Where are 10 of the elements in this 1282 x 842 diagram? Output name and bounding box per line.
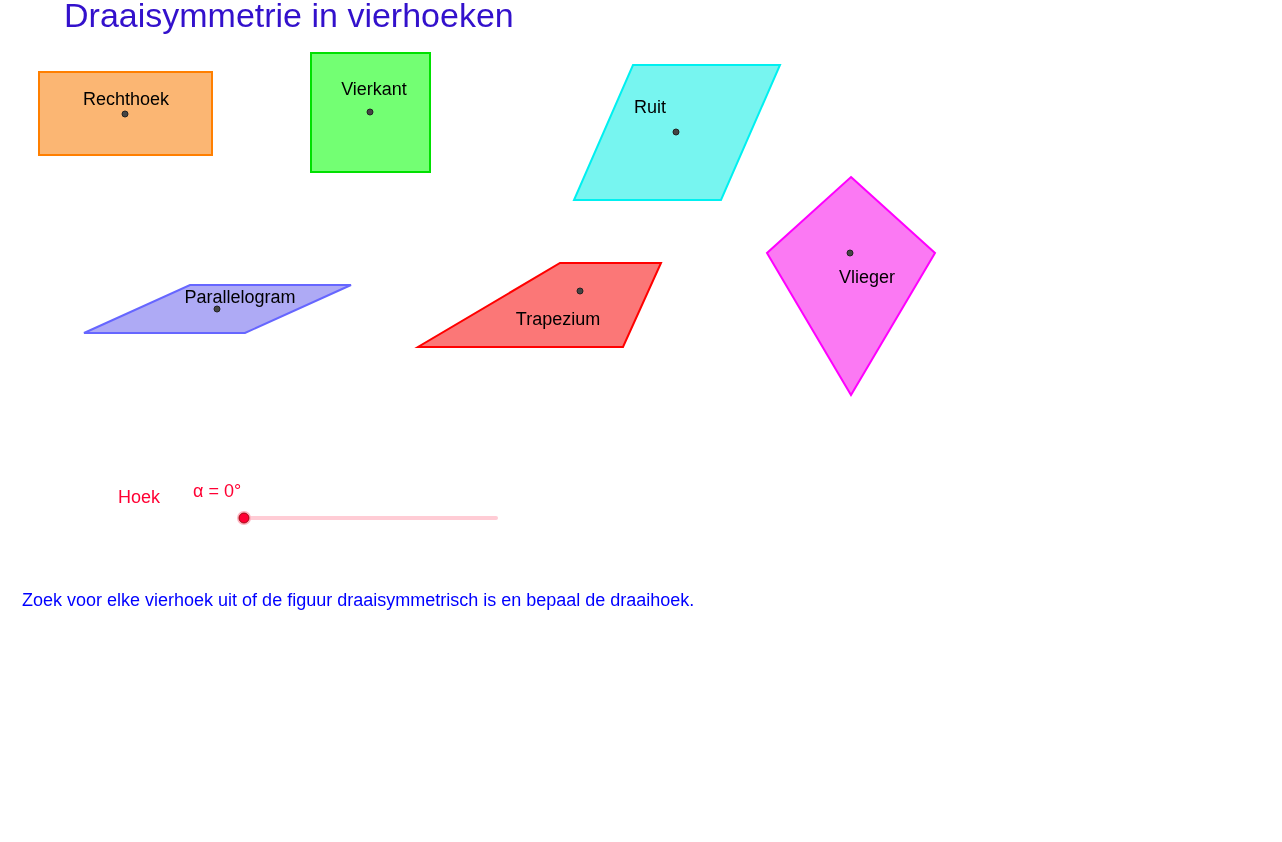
slider-label: Hoek [118, 487, 161, 508]
shape-label: Trapezium [515, 309, 601, 330]
slider-value: α = 0° [193, 481, 242, 502]
shape-label: Rechthoek [82, 89, 170, 110]
instruction-text: Zoek voor elke vierhoek uit of de figuur draaisymmetrisch is en bepaal de draaihoek. [22, 590, 695, 611]
shape-label: Ruit [634, 97, 666, 118]
shape-label: Vlieger [839, 267, 895, 288]
title: Draaisymmetrie in vierhoeken [64, 0, 514, 35]
shape-label: Vierkant [341, 79, 407, 100]
shape-label: Parallelogram [184, 287, 296, 308]
